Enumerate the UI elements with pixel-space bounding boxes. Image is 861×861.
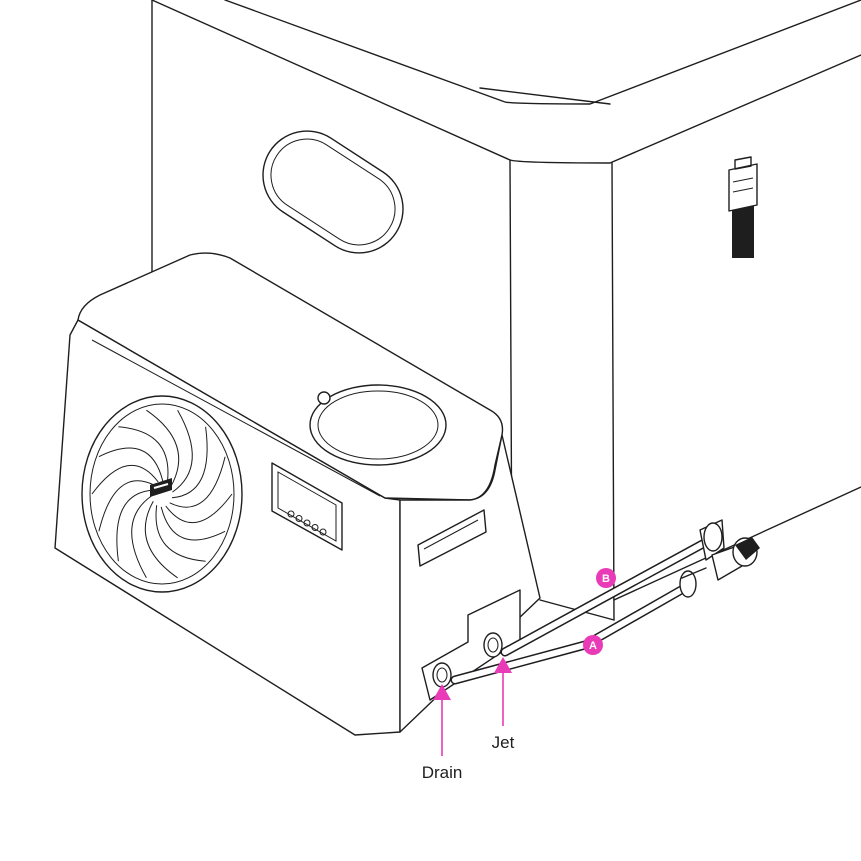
jet-callout: Jet xyxy=(492,657,515,752)
fan-blade xyxy=(169,456,226,508)
port-plate xyxy=(421,589,521,701)
hose-b xyxy=(500,535,715,657)
badge-b-label: B xyxy=(602,573,610,585)
tub-handle xyxy=(262,130,404,254)
fan-blade xyxy=(98,447,164,482)
drain-callout: Drain xyxy=(422,684,463,782)
jet-port xyxy=(483,632,503,658)
indicator-dot xyxy=(295,515,303,522)
drain-port xyxy=(432,662,452,688)
tub-body xyxy=(151,0,861,621)
drain-label: Drain xyxy=(422,763,463,782)
fan-icon xyxy=(81,395,243,593)
indicator-dot xyxy=(311,524,319,531)
control-panel xyxy=(271,462,343,551)
side-vent xyxy=(417,509,487,567)
fan-blade xyxy=(118,426,169,483)
jet-label: Jet xyxy=(492,733,515,752)
fan-blade xyxy=(160,506,226,541)
fan-blade xyxy=(144,500,178,579)
fan-blade xyxy=(171,426,208,499)
badge-a-label: A xyxy=(589,640,597,652)
arrow-up-icon xyxy=(494,657,512,673)
badge-a: A xyxy=(583,635,603,655)
indicator-dot xyxy=(319,528,327,536)
fan-blade xyxy=(155,505,206,562)
indicator-dot xyxy=(303,519,311,527)
valve-icon xyxy=(679,519,760,598)
badge-b: B xyxy=(596,568,616,588)
strap-buckle-icon xyxy=(728,156,758,258)
fan-blade xyxy=(131,495,152,579)
fan-blade xyxy=(172,409,193,493)
fan-blade xyxy=(146,409,180,488)
fan-blade xyxy=(91,464,159,495)
fan-blade xyxy=(165,493,233,524)
arrow-up-icon xyxy=(433,684,451,700)
fan-blade xyxy=(116,489,153,562)
indicator-dot xyxy=(287,510,295,518)
fan-blade xyxy=(98,480,155,532)
top-cap xyxy=(309,384,447,466)
